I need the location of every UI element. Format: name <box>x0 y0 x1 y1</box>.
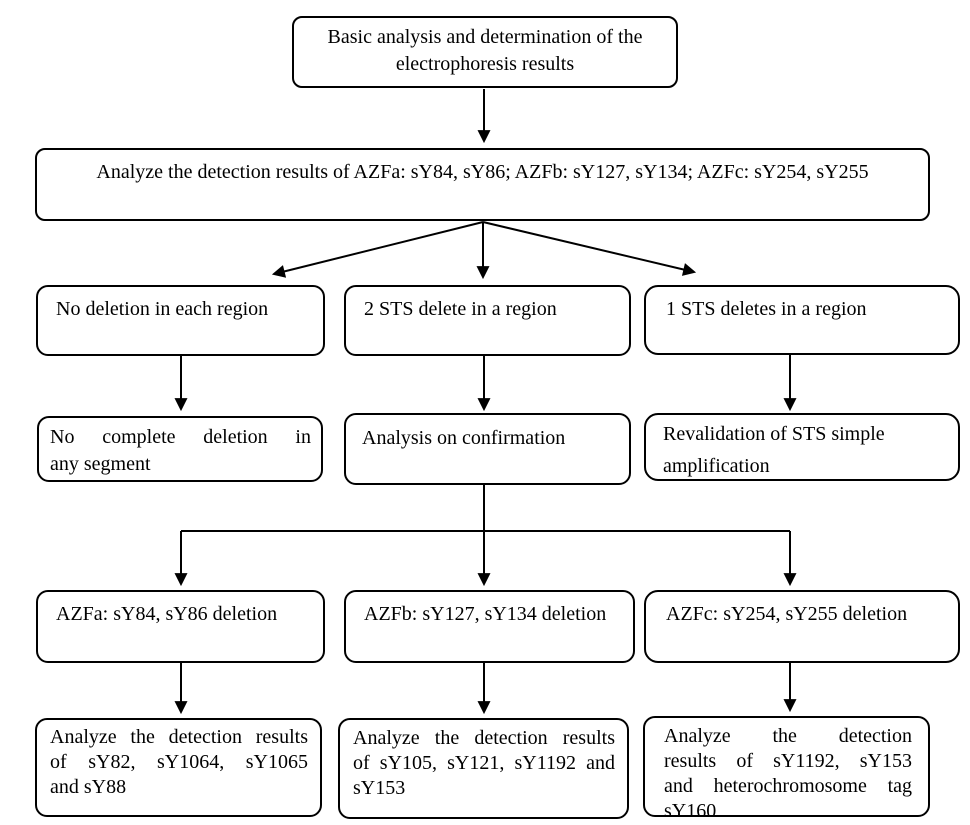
text-line: sY160 <box>664 800 717 822</box>
text-line: and heterochromosome tag <box>664 775 912 797</box>
text-line: amplification <box>663 455 770 477</box>
node-analysis-confirmation: Analysis on confirmation <box>344 413 631 485</box>
node-azfc-analysis: Analyze the detection results of sY1192, … <box>643 716 930 822</box>
text-line: and sY88 <box>50 776 127 798</box>
node-azfa-analysis: Analyze the detection results of sY82, sY… <box>35 718 322 817</box>
node-1-sts-deletes: 1 STS deletes in a region <box>644 285 960 355</box>
connector-fan-right <box>482 221 697 276</box>
text-line: any segment <box>50 453 151 475</box>
node-no-deletion: No deletion in each region <box>36 285 325 356</box>
text-line: sY153 <box>353 777 406 799</box>
node-azfc-deletion: AZFc: sY254, sY255 deletion <box>644 590 960 663</box>
text-line: of sY82, sY1064, sY1065 <box>50 751 308 773</box>
node-azfb-deletion: AZFb: sY127, sY134 deletion <box>344 590 635 663</box>
text-line: results of sY1192, sY153 <box>664 750 912 772</box>
text-line: Analyze the detection <box>664 725 912 747</box>
node-revalidation: Revalidation of STS simple amplification <box>644 413 960 481</box>
node-analyze-azf-results: Analyze the detection results of AZFa: s… <box>35 148 930 221</box>
text-line: Analyze the detection results <box>353 727 615 749</box>
text-line: Analyze the detection results <box>50 726 308 748</box>
text-line: of sY105, sY121, sY1192 and <box>353 752 615 774</box>
node-2-sts-delete: 2 STS delete in a region <box>344 285 631 356</box>
node-azfb-analysis: Analyze the detection results of sY105, s… <box>338 718 629 819</box>
text-line: Basic analysis and determination of the <box>327 26 643 48</box>
connector-fan-left <box>271 221 484 278</box>
text-line: No complete deletion in <box>50 426 311 448</box>
node-no-complete-deletion: No complete deletion in any segment <box>37 416 323 482</box>
text-line: Revalidation of STS simple <box>663 423 885 445</box>
node-azfa-deletion: AZFa: sY84, sY86 deletion <box>36 590 325 663</box>
node-basic-analysis: Basic analysis and determination of the e… <box>292 16 678 88</box>
text-line: electrophoresis results <box>395 53 575 75</box>
